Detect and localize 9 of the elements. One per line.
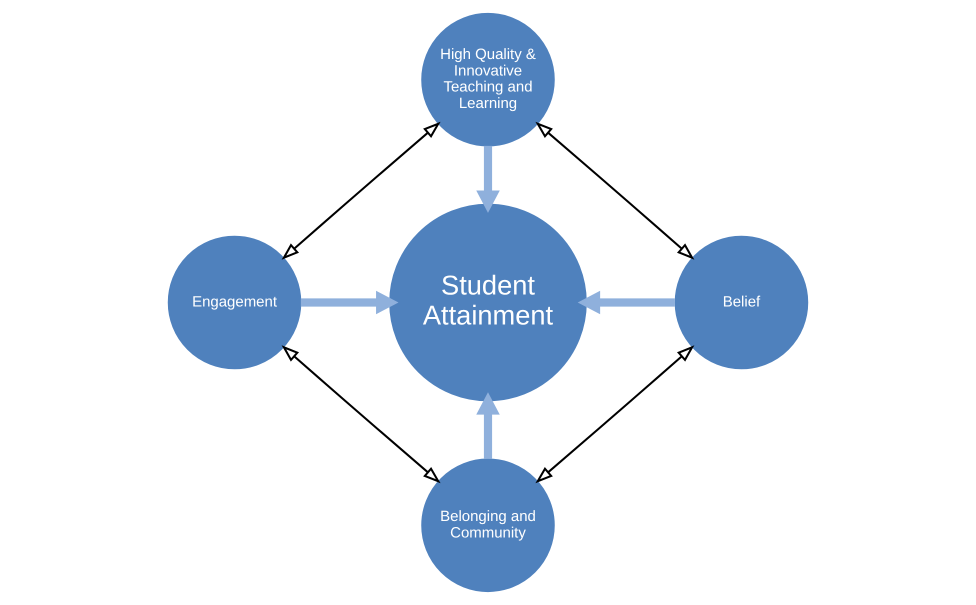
arrow [578,290,675,314]
arrow [300,290,398,314]
arrow [282,345,441,484]
arrow [535,122,694,260]
arrow [476,392,500,459]
arrow [282,122,441,260]
node-circle: Student Attainment [389,204,587,402]
arrow [535,345,694,484]
arrow [476,146,500,213]
